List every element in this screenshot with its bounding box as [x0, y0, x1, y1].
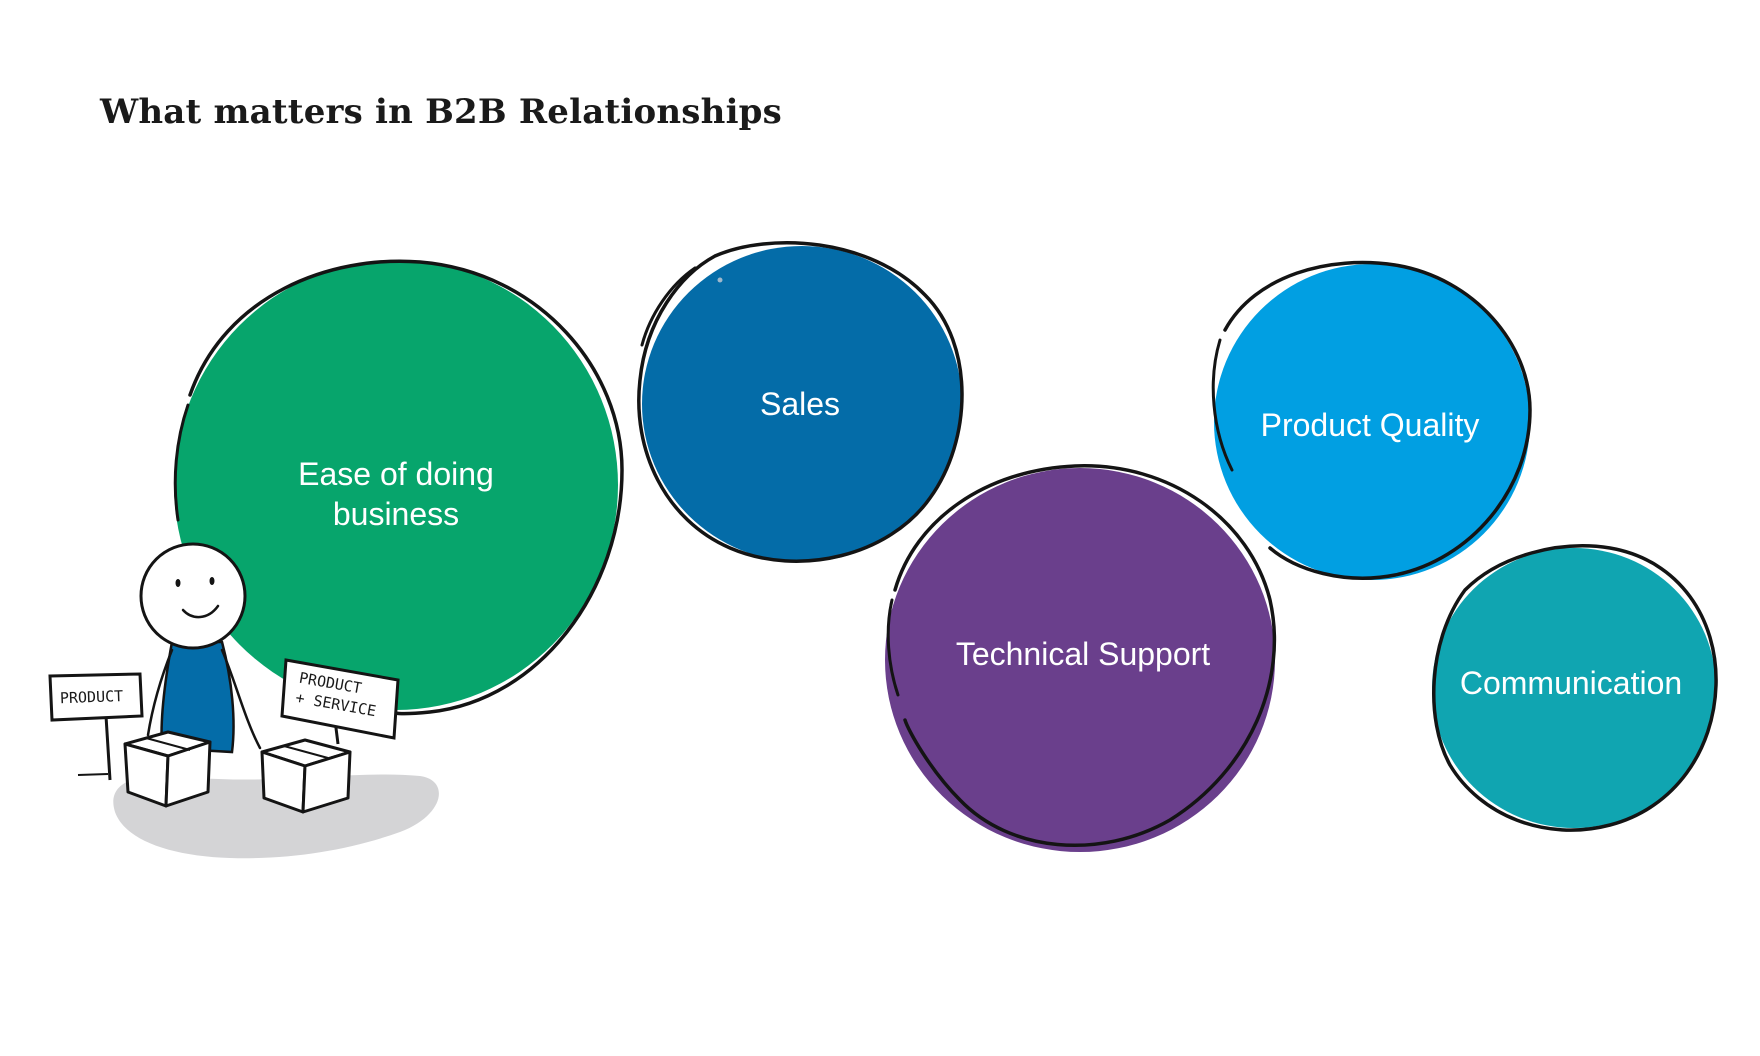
bubble-ease-outline [188, 259, 624, 716]
bubble-technical-support [885, 464, 1277, 852]
bubble-technical-outline-stroke [886, 598, 900, 697]
bubble-quality-fill [1214, 264, 1530, 580]
bubble-communication [1432, 544, 1718, 832]
sign-left-board [48, 672, 144, 722]
figure-arm-right [220, 648, 262, 750]
bubble-sales-outline-stroke [640, 266, 697, 347]
bubble-sales-outline [637, 241, 964, 563]
figure-eye-left [175, 579, 181, 587]
bubble-technical-fill [885, 468, 1275, 852]
bubble-quality-label: Product Quality [1260, 407, 1480, 443]
bubble-sales-label: Sales [759, 386, 841, 422]
bubble-sales-speck [717, 277, 723, 283]
page-title: What matters in B2B Relationships [100, 92, 783, 132]
bubble-ease-label: Ease of doing business [298, 456, 494, 532]
bubble-ease-outline-stroke [173, 403, 190, 522]
sign-right-board [280, 658, 400, 740]
figure-smile [181, 604, 220, 619]
ground-stroke [77, 773, 109, 776]
bubble-product-quality [1211, 260, 1532, 580]
bubble-communication-label: Communication [1459, 665, 1683, 701]
figure-eye-right [209, 577, 215, 585]
sign-left-label: PRODUCT [60, 687, 124, 707]
box-left [123, 730, 212, 808]
bubble-sales [637, 241, 964, 563]
bubble-ease-of-doing-business [173, 259, 624, 716]
bubble-ease-fill [174, 260, 618, 710]
figure-shirt [160, 640, 235, 754]
bubble-communication-outline [1432, 544, 1718, 832]
stick-figure-illustration: PRODUCT PRODUCT + SERVICE [48, 542, 439, 859]
sign-left-post [104, 715, 112, 781]
bubble-sales-fill [642, 246, 962, 562]
figure-head [139, 542, 247, 650]
bubble-communication-fill [1432, 548, 1716, 828]
bubble-quality-outline-stroke [1211, 338, 1234, 472]
figure-arm-left [146, 648, 174, 737]
box-right [260, 738, 352, 814]
bubble-technical-outline [893, 464, 1277, 848]
bubble-technical-label: Technical Support [955, 636, 1211, 672]
bubble-quality-outline [1223, 260, 1532, 580]
